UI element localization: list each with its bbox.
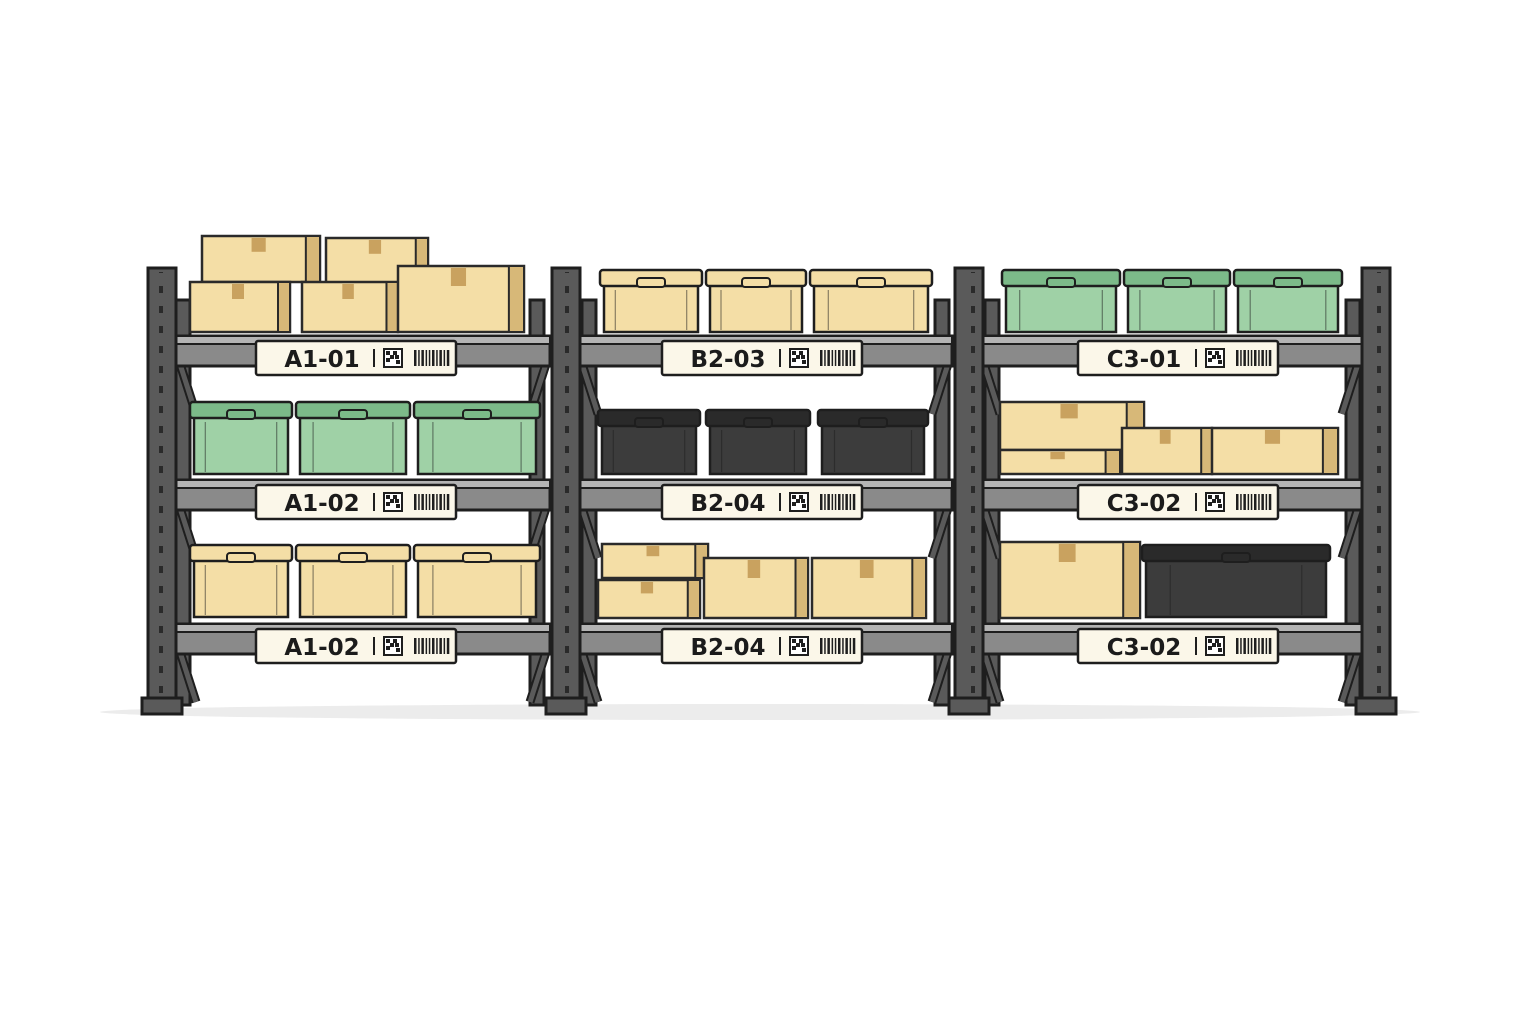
cardboard-box xyxy=(702,556,810,620)
brace xyxy=(579,363,601,415)
brace xyxy=(981,507,1003,559)
green-bin xyxy=(1232,268,1344,334)
barcode-icon xyxy=(820,638,856,654)
barcode-icon xyxy=(1236,638,1272,654)
cardboard-lidded-box xyxy=(412,543,542,619)
location-label: C3-02 xyxy=(1076,627,1280,665)
qr-code-icon xyxy=(789,492,809,512)
cardboard-lidded-box xyxy=(598,268,704,334)
green-bin xyxy=(1122,268,1232,334)
location-code: B2-04 xyxy=(690,635,765,661)
location-labels: A1-01A1-02A1-02B2-03B2-04B2-04C3-01C3-02… xyxy=(254,339,1280,665)
cardboard-box xyxy=(600,542,710,580)
cardboard-lidded-box xyxy=(294,543,412,619)
brace xyxy=(929,651,951,703)
cardboard-box xyxy=(596,578,702,620)
cardboard-lidded-box xyxy=(704,268,808,334)
qr-code-icon xyxy=(383,348,403,368)
cardboard-box xyxy=(998,540,1142,620)
brace xyxy=(929,507,951,559)
cardboard-box xyxy=(188,280,292,334)
location-code: C3-02 xyxy=(1107,491,1181,517)
cardboard-lidded-box xyxy=(188,543,294,619)
cardboard-lidded-box xyxy=(808,268,934,334)
brace xyxy=(1339,507,1361,559)
cardboard-box xyxy=(396,264,526,334)
cardboard-box xyxy=(1210,426,1340,476)
green-bin xyxy=(412,400,542,476)
rack-upright xyxy=(544,266,588,716)
location-code: C3-01 xyxy=(1107,347,1181,373)
brace xyxy=(579,651,601,703)
location-label: A1-01 xyxy=(254,339,458,377)
location-code: B2-03 xyxy=(690,347,765,373)
location-label: A1-02 xyxy=(254,483,458,521)
rack-upright xyxy=(947,266,991,716)
location-code: A1-01 xyxy=(284,347,359,373)
brace xyxy=(177,651,199,703)
barcode-icon xyxy=(414,494,450,510)
green-bin xyxy=(188,400,294,476)
barcode-icon xyxy=(820,494,856,510)
location-code: A1-02 xyxy=(284,635,359,661)
barcode-icon xyxy=(820,350,856,366)
rack-upright xyxy=(1354,266,1398,716)
rack-upright xyxy=(140,266,184,716)
black-bin xyxy=(596,408,702,476)
brace xyxy=(981,363,1003,415)
qr-code-icon xyxy=(1205,636,1225,656)
location-label: B2-04 xyxy=(660,483,864,521)
qr-code-icon xyxy=(789,348,809,368)
brace xyxy=(527,651,549,703)
qr-code-icon xyxy=(383,492,403,512)
cardboard-box xyxy=(998,448,1122,476)
location-label: B2-04 xyxy=(660,627,864,665)
stored-items xyxy=(175,234,1363,704)
location-label: C3-02 xyxy=(1076,483,1280,521)
qr-code-icon xyxy=(383,636,403,656)
location-code: A1-02 xyxy=(284,491,359,517)
cardboard-box xyxy=(300,280,400,334)
location-label: C3-01 xyxy=(1076,339,1280,377)
location-label: A1-02 xyxy=(254,627,458,665)
green-bin xyxy=(294,400,412,476)
barcode-icon xyxy=(414,638,450,654)
cardboard-box xyxy=(810,556,928,620)
qr-code-icon xyxy=(1205,492,1225,512)
location-code: C3-02 xyxy=(1107,635,1181,661)
qr-code-icon xyxy=(1205,348,1225,368)
black-bin xyxy=(1140,543,1332,619)
brace xyxy=(1339,363,1361,415)
black-bin xyxy=(816,408,930,476)
location-label: B2-03 xyxy=(660,339,864,377)
black-bin xyxy=(704,408,812,476)
rack-uprights xyxy=(140,266,1398,716)
barcode-icon xyxy=(1236,350,1272,366)
green-bin xyxy=(1000,268,1122,334)
cardboard-box xyxy=(1120,426,1214,476)
brace xyxy=(981,651,1003,703)
brace xyxy=(929,363,951,415)
location-code: B2-04 xyxy=(690,491,765,517)
barcode-icon xyxy=(1236,494,1272,510)
brace xyxy=(579,507,601,559)
floor-shadow xyxy=(100,704,1420,720)
qr-code-icon xyxy=(789,636,809,656)
barcode-icon xyxy=(414,350,450,366)
brace xyxy=(1339,651,1361,703)
cardboard-box xyxy=(200,234,322,284)
